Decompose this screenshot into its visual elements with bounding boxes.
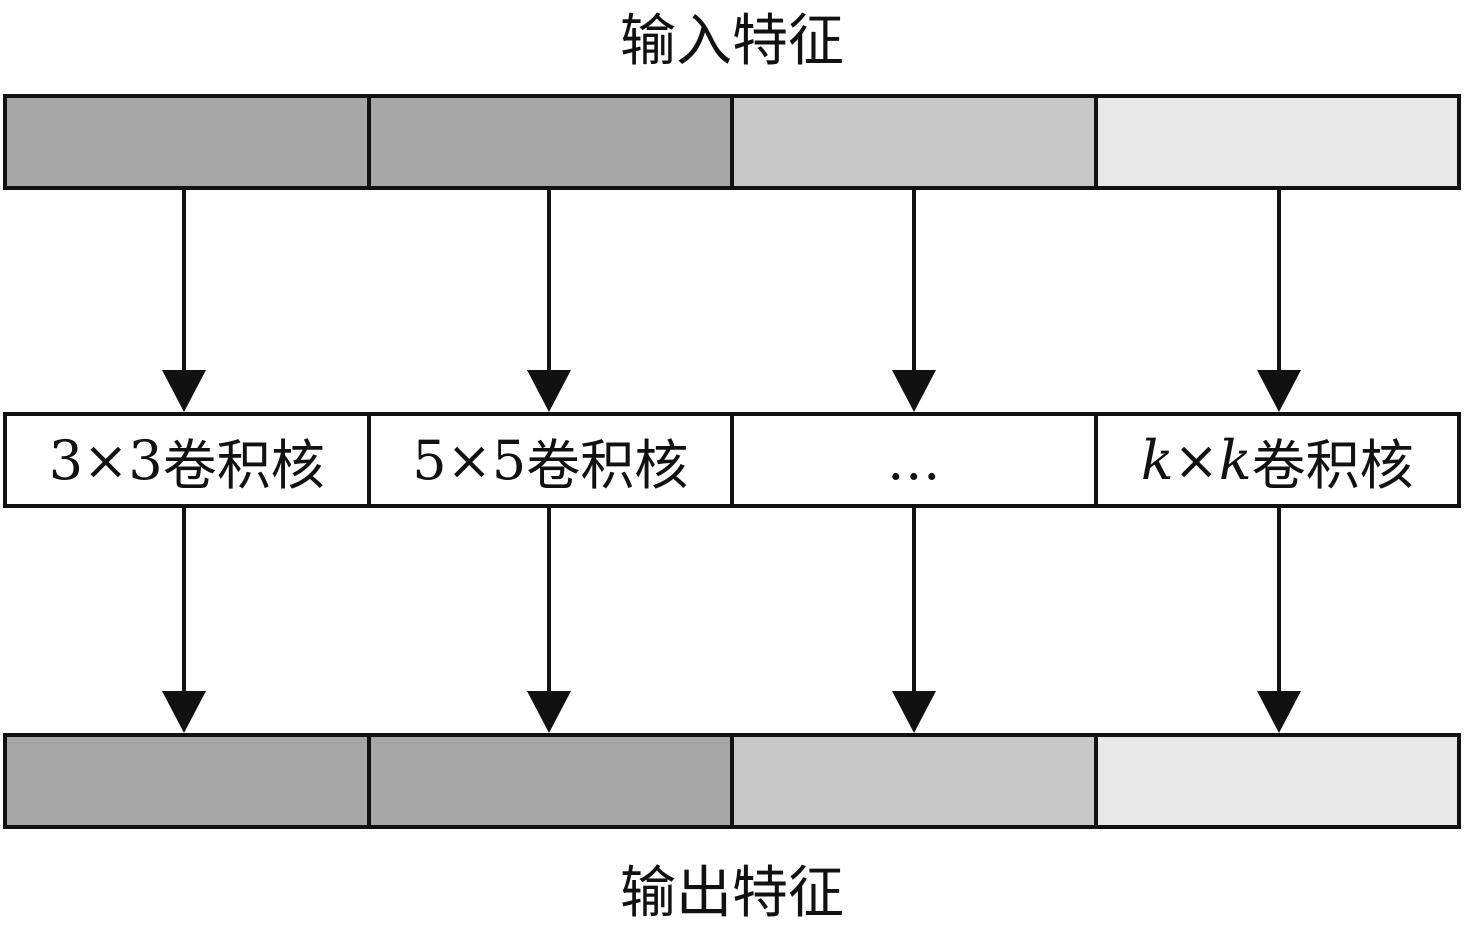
input-feature-bar bbox=[3, 94, 1461, 190]
input-feature-title: 输入特征 bbox=[620, 9, 844, 74]
kernel-size-b: 5 bbox=[491, 428, 527, 492]
kernel-size-b: 3 bbox=[128, 428, 163, 492]
output-feature-bar bbox=[3, 733, 1461, 829]
ellipsis-text: … bbox=[886, 428, 941, 492]
output-segment-3 bbox=[734, 737, 1098, 825]
output-feature-title: 输出特征 bbox=[620, 861, 844, 926]
input-segment-4 bbox=[1097, 98, 1457, 186]
arrow-kernel-to-output-4-head bbox=[1257, 691, 1301, 733]
kernel-suffix: 卷积核 bbox=[162, 433, 325, 497]
arrow-kernel-to-output-2-head bbox=[527, 691, 571, 733]
arrow-kernel-to-output-3-head bbox=[892, 691, 936, 733]
kernel-suffix: 卷积核 bbox=[1251, 433, 1414, 497]
arrow-input-to-kernel-2-head bbox=[527, 370, 571, 412]
kernel-ellipsis: … bbox=[734, 416, 1098, 504]
times-sign: × bbox=[83, 428, 129, 492]
times-sign: × bbox=[1173, 428, 1219, 492]
kernel-suffix: 卷积核 bbox=[526, 433, 689, 497]
kernel-size-a: 5 bbox=[412, 428, 447, 492]
input-segment-2 bbox=[370, 98, 734, 186]
output-segment-4 bbox=[1097, 737, 1457, 825]
arrow-kernel-to-output-1-head bbox=[162, 691, 206, 733]
times-sign: × bbox=[446, 428, 492, 492]
kernel-size-a: 3 bbox=[48, 428, 84, 492]
kernel-size-a: k bbox=[1140, 428, 1174, 492]
kernel-size-b: k bbox=[1218, 428, 1252, 492]
arrow-input-to-kernel-3-head bbox=[892, 370, 936, 412]
arrow-input-to-kernel-4-head bbox=[1257, 370, 1301, 412]
output-segment-2 bbox=[370, 737, 734, 825]
arrow-input-to-kernel-1-head bbox=[162, 370, 206, 412]
input-segment-1 bbox=[7, 98, 371, 186]
output-segment-1 bbox=[7, 737, 371, 825]
input-segment-3 bbox=[734, 98, 1098, 186]
